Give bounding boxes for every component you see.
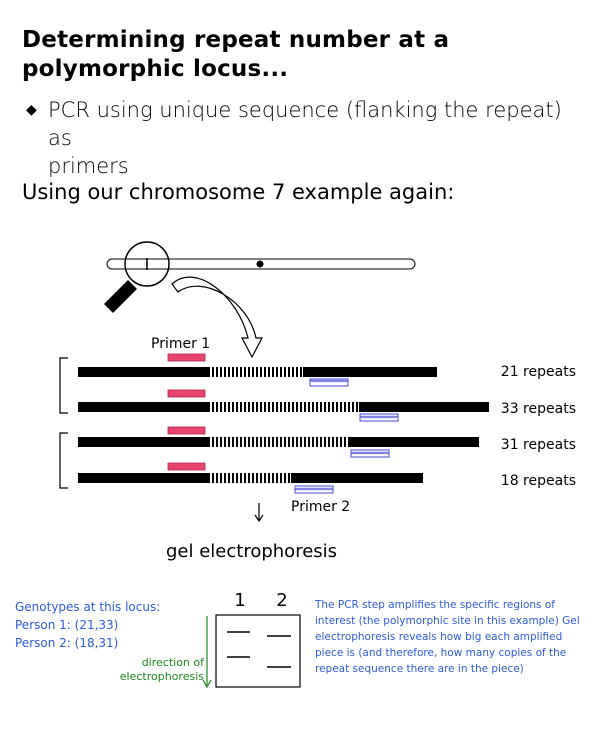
curved-arrow — [171, 276, 263, 359]
genotypes-note: Genotypes at this locus: Person 1: (21,3… — [15, 598, 160, 652]
primer-2-markers — [294, 378, 399, 494]
genotype-person-1: Person 1: (21,33) — [15, 618, 119, 632]
magnifying-glass-icon — [104, 241, 170, 313]
bullet-text-line-2: primers — [48, 154, 129, 178]
direction-label: direction of electrophoresis — [119, 656, 204, 683]
bullet-diamond-icon: ◆ — [26, 102, 37, 118]
allele-4-bar — [78, 473, 423, 483]
allele-3-bar — [78, 437, 479, 447]
primer-1-label: Primer 1 — [151, 336, 210, 352]
allele-2-bar — [78, 402, 489, 412]
person-1-bracket — [59, 357, 68, 414]
centromere — [256, 260, 264, 268]
allele-2-label: 33 repeats — [501, 401, 576, 417]
allele-1-label: 21 repeats — [501, 364, 576, 380]
lane-2-label: 2 — [276, 590, 287, 611]
genotypes-heading: Genotypes at this locus: — [15, 600, 161, 614]
person-2-bracket — [59, 432, 68, 489]
allele-1-bar — [78, 367, 437, 377]
genotype-person-2: Person 2: (18,31) — [15, 636, 119, 650]
direction-arrow-icon — [202, 616, 212, 689]
bullet-text-line-1: PCR using unique sequence (flanking the … — [48, 98, 562, 150]
slide-title: Determining repeat number at a polymorph… — [22, 26, 582, 84]
title-line-2: polymorphic locus... — [22, 56, 289, 82]
bullet-text: PCR using unique sequence (flanking the … — [48, 96, 568, 180]
primer-2-label: Primer 2 — [291, 499, 350, 515]
intro-text: Using our chromosome 7 example again: — [22, 180, 455, 204]
allele-3-label: 31 repeats — [501, 437, 576, 453]
chromosome-7 — [106, 258, 416, 270]
explanation-note: The PCR step amplifies the specific regi… — [315, 599, 580, 675]
title-line-1: Determining repeat number at a — [22, 27, 450, 53]
down-arrow-icon — [254, 503, 264, 523]
gel-box — [215, 614, 301, 688]
allele-4-label: 18 repeats — [501, 473, 576, 489]
primer-1-markers — [167, 353, 206, 471]
gel-electrophoresis-label: gel electrophoresis — [166, 541, 337, 562]
gel-diagram: 1 2 — [215, 590, 301, 688]
lane-1-label: 1 — [234, 590, 245, 611]
